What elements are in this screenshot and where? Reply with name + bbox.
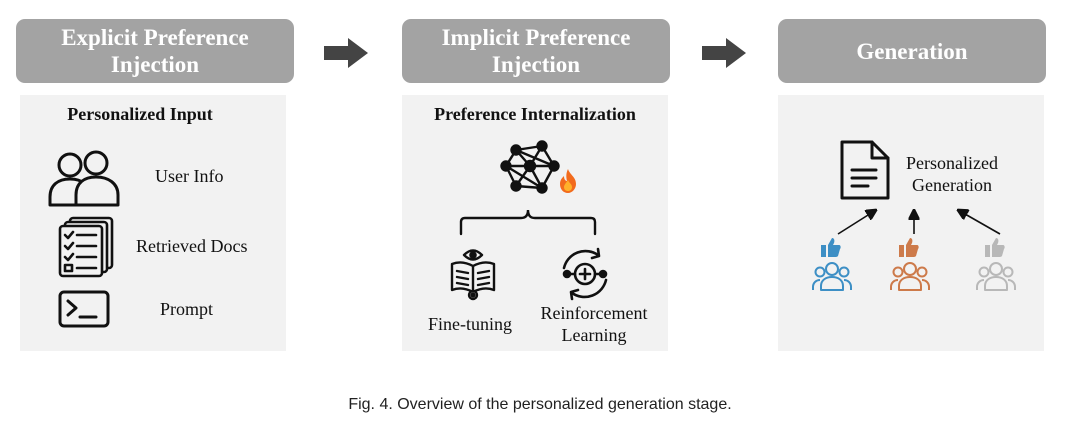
flow-arrow-icon: [324, 38, 368, 68]
output-label-line: Generation: [912, 175, 992, 195]
panel-title: Preference Internalization: [434, 104, 636, 124]
method-label-finetune: Fine-tuning: [428, 314, 512, 334]
flow-arrow-icon: [702, 38, 746, 68]
panel-implicit: [402, 95, 668, 351]
header-line: Injection: [110, 52, 200, 77]
documents-icon: [58, 216, 114, 278]
header-line: Explicit Preference: [61, 25, 249, 50]
users-icon: [890, 262, 930, 291]
brace-connector: [459, 209, 597, 236]
panel-generation: [778, 95, 1044, 351]
terminal-icon: [58, 290, 110, 328]
input-item-label: User Info: [155, 166, 224, 186]
document-icon: [840, 140, 890, 200]
thumbs-up-icon: [985, 238, 1005, 257]
header-text: Generation: [856, 38, 968, 64]
header-line: Implicit Preference: [441, 25, 631, 50]
method-label-line: Learning: [561, 325, 627, 345]
users-icon: [812, 262, 852, 291]
users-icon: [976, 262, 1016, 291]
figure-caption: Fig. 4. Overview of the personalized gen…: [348, 396, 732, 413]
panel-title: Personalized Input: [67, 104, 213, 124]
neural-network-icon: [500, 140, 560, 194]
thumbs-up-icon: [899, 238, 919, 257]
reinforcement-cycle-icon: [562, 247, 608, 301]
users-icon: [48, 150, 120, 207]
output-label-line: Personalized: [906, 153, 998, 173]
thumbs-up-icon: [821, 238, 841, 257]
feedback-arrows: [837, 196, 1001, 235]
input-item-label: Prompt: [160, 299, 214, 319]
book-icon: [450, 249, 496, 301]
stage-header-generation: Generation: [778, 19, 1046, 83]
method-label-line: Reinforcement: [540, 303, 648, 323]
header-line: Injection: [491, 52, 581, 77]
fire-icon: [560, 169, 576, 193]
input-item-label: Retrieved Docs: [136, 236, 248, 256]
